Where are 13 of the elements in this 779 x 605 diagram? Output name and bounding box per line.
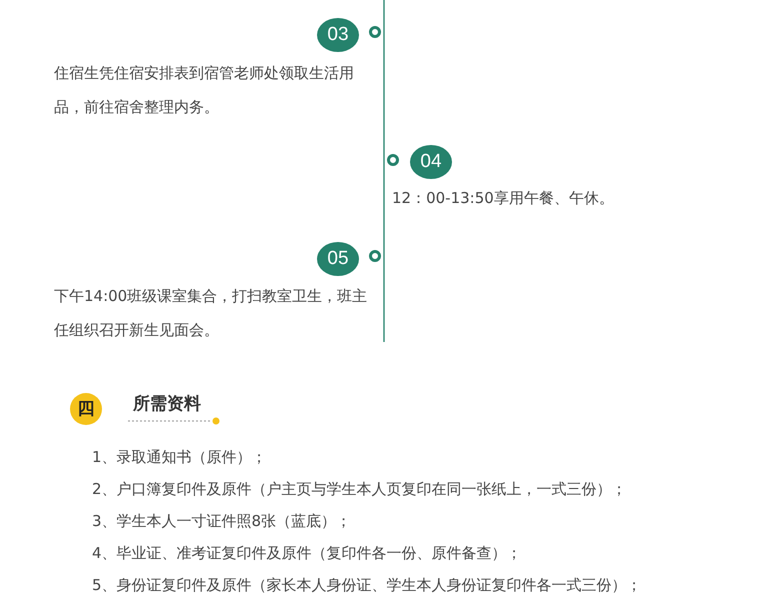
list-item: 1、录取通知书（原件）； [92,447,267,468]
step-description: 下午14:00班级课室集合，打扫教室卫生，班主任组织召开新生见面会。 [54,286,368,341]
step-number-badge: 05 [317,242,359,276]
section-heading: 所需资料 [133,393,201,415]
step-description: 12：00-13:50享用午餐、午休。 [392,188,615,209]
list-item: 2、户口簿复印件及原件（户主页与学生本人页复印在同一张纸上，一式三份）； [92,479,627,500]
list-item: 4、毕业证、准考证复印件及原件（复印件各一份、原件备查）； [92,543,522,564]
step-description: 住宿生凭住宿安排表到宿管老师处领取生活用品，前往宿舍整理内务。 [54,63,355,118]
step-number-badge: 03 [317,18,359,52]
section-number-badge: 四 [70,393,102,425]
list-item: 5、身份证复印件及原件（家长本人身份证、学生本人身份证复印件各一式三份）； [92,575,642,596]
list-item: 3、学生本人一寸证件照8张（蓝底）； [92,511,352,532]
step-number-badge: 04 [410,145,452,179]
